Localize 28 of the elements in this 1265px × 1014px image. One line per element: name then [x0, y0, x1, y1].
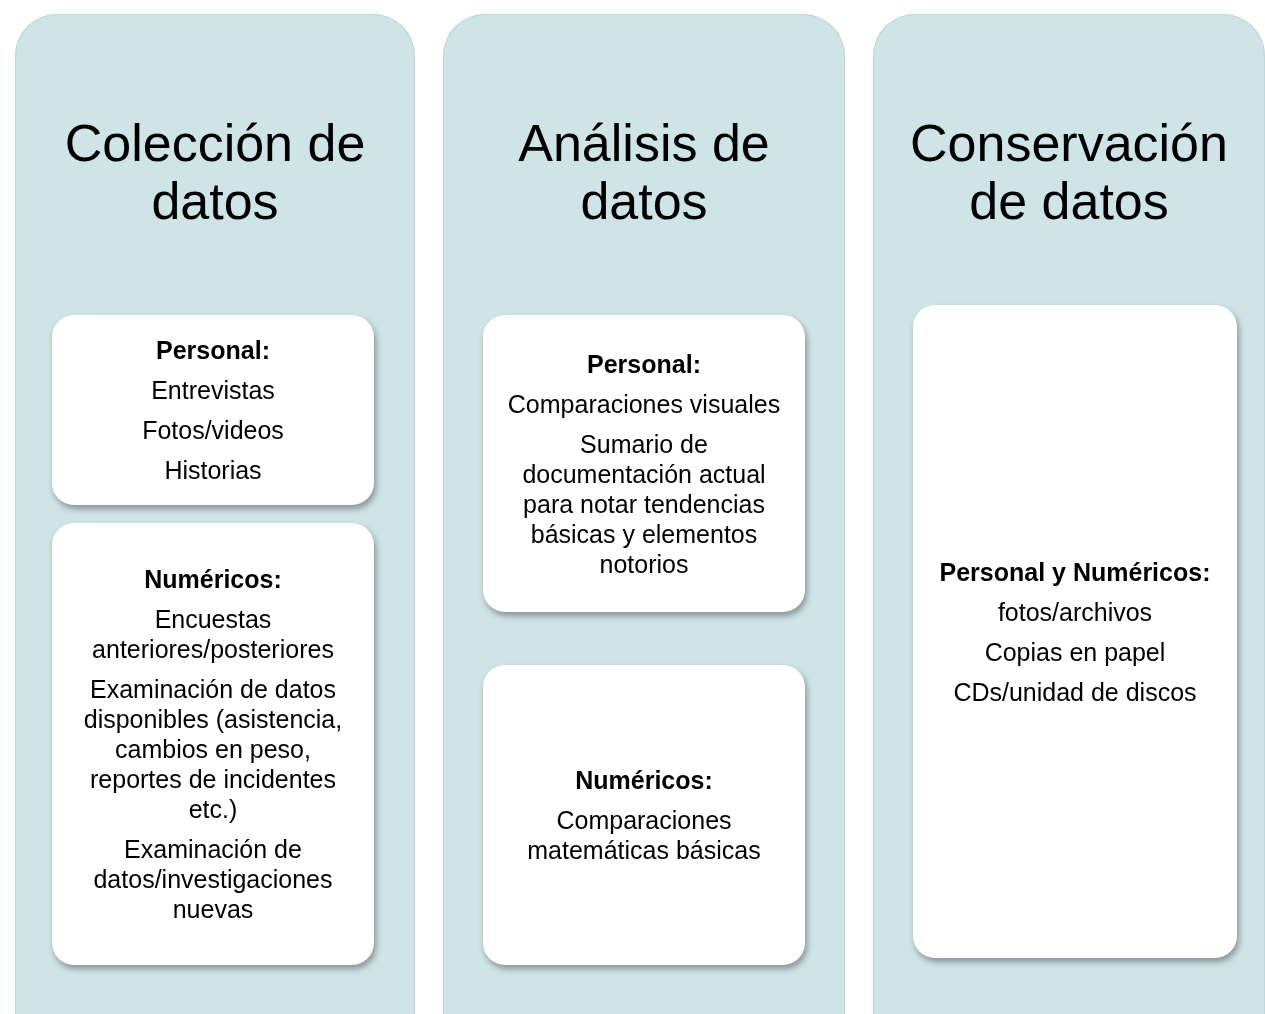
card-heading: Numéricos:: [575, 765, 713, 795]
column-heading: Colección de datos: [63, 114, 367, 230]
card-heading: Personal:: [587, 348, 701, 379]
card-item: Entrevistas: [151, 375, 275, 405]
column-panel: [443, 14, 845, 1014]
column-panel: [15, 14, 415, 1014]
card-heading: Numéricos:: [144, 564, 282, 594]
card-item: Examinación de datos disponibles (asistencia, cambios en peso, reportes de incidentes etc.): [82, 674, 344, 824]
content-card: [52, 523, 374, 965]
card-item: Examinación de datos/investigaciones nuevas: [92, 834, 334, 924]
card-item: Historias: [164, 455, 262, 485]
content-card: [52, 315, 374, 505]
column-heading: Conservación de datos: [909, 114, 1229, 230]
card-item: Fotos/videos: [142, 415, 284, 445]
card-item: Sumario de documentación actual para notar tendencias básicas y elementos notorios: [521, 428, 767, 579]
card-item: Comparaciones matemáticas básicas: [526, 805, 762, 865]
content-card: [483, 315, 805, 612]
card-item: Copias en papel: [984, 636, 1166, 667]
content-card: [483, 665, 805, 965]
card-item: fotos/archivos: [997, 596, 1153, 627]
card-item: CDs/unidad de discos: [953, 676, 1197, 707]
card-heading: Personal y Numéricos:: [939, 556, 1211, 587]
column-heading: Análisis de datos: [517, 114, 771, 230]
column-panel: [873, 14, 1265, 1014]
card-heading: Personal:: [156, 335, 270, 365]
card-item: Encuestas anteriores/posteriores: [91, 604, 335, 664]
content-card: [913, 305, 1237, 958]
card-item: Comparaciones visuales: [507, 388, 781, 419]
